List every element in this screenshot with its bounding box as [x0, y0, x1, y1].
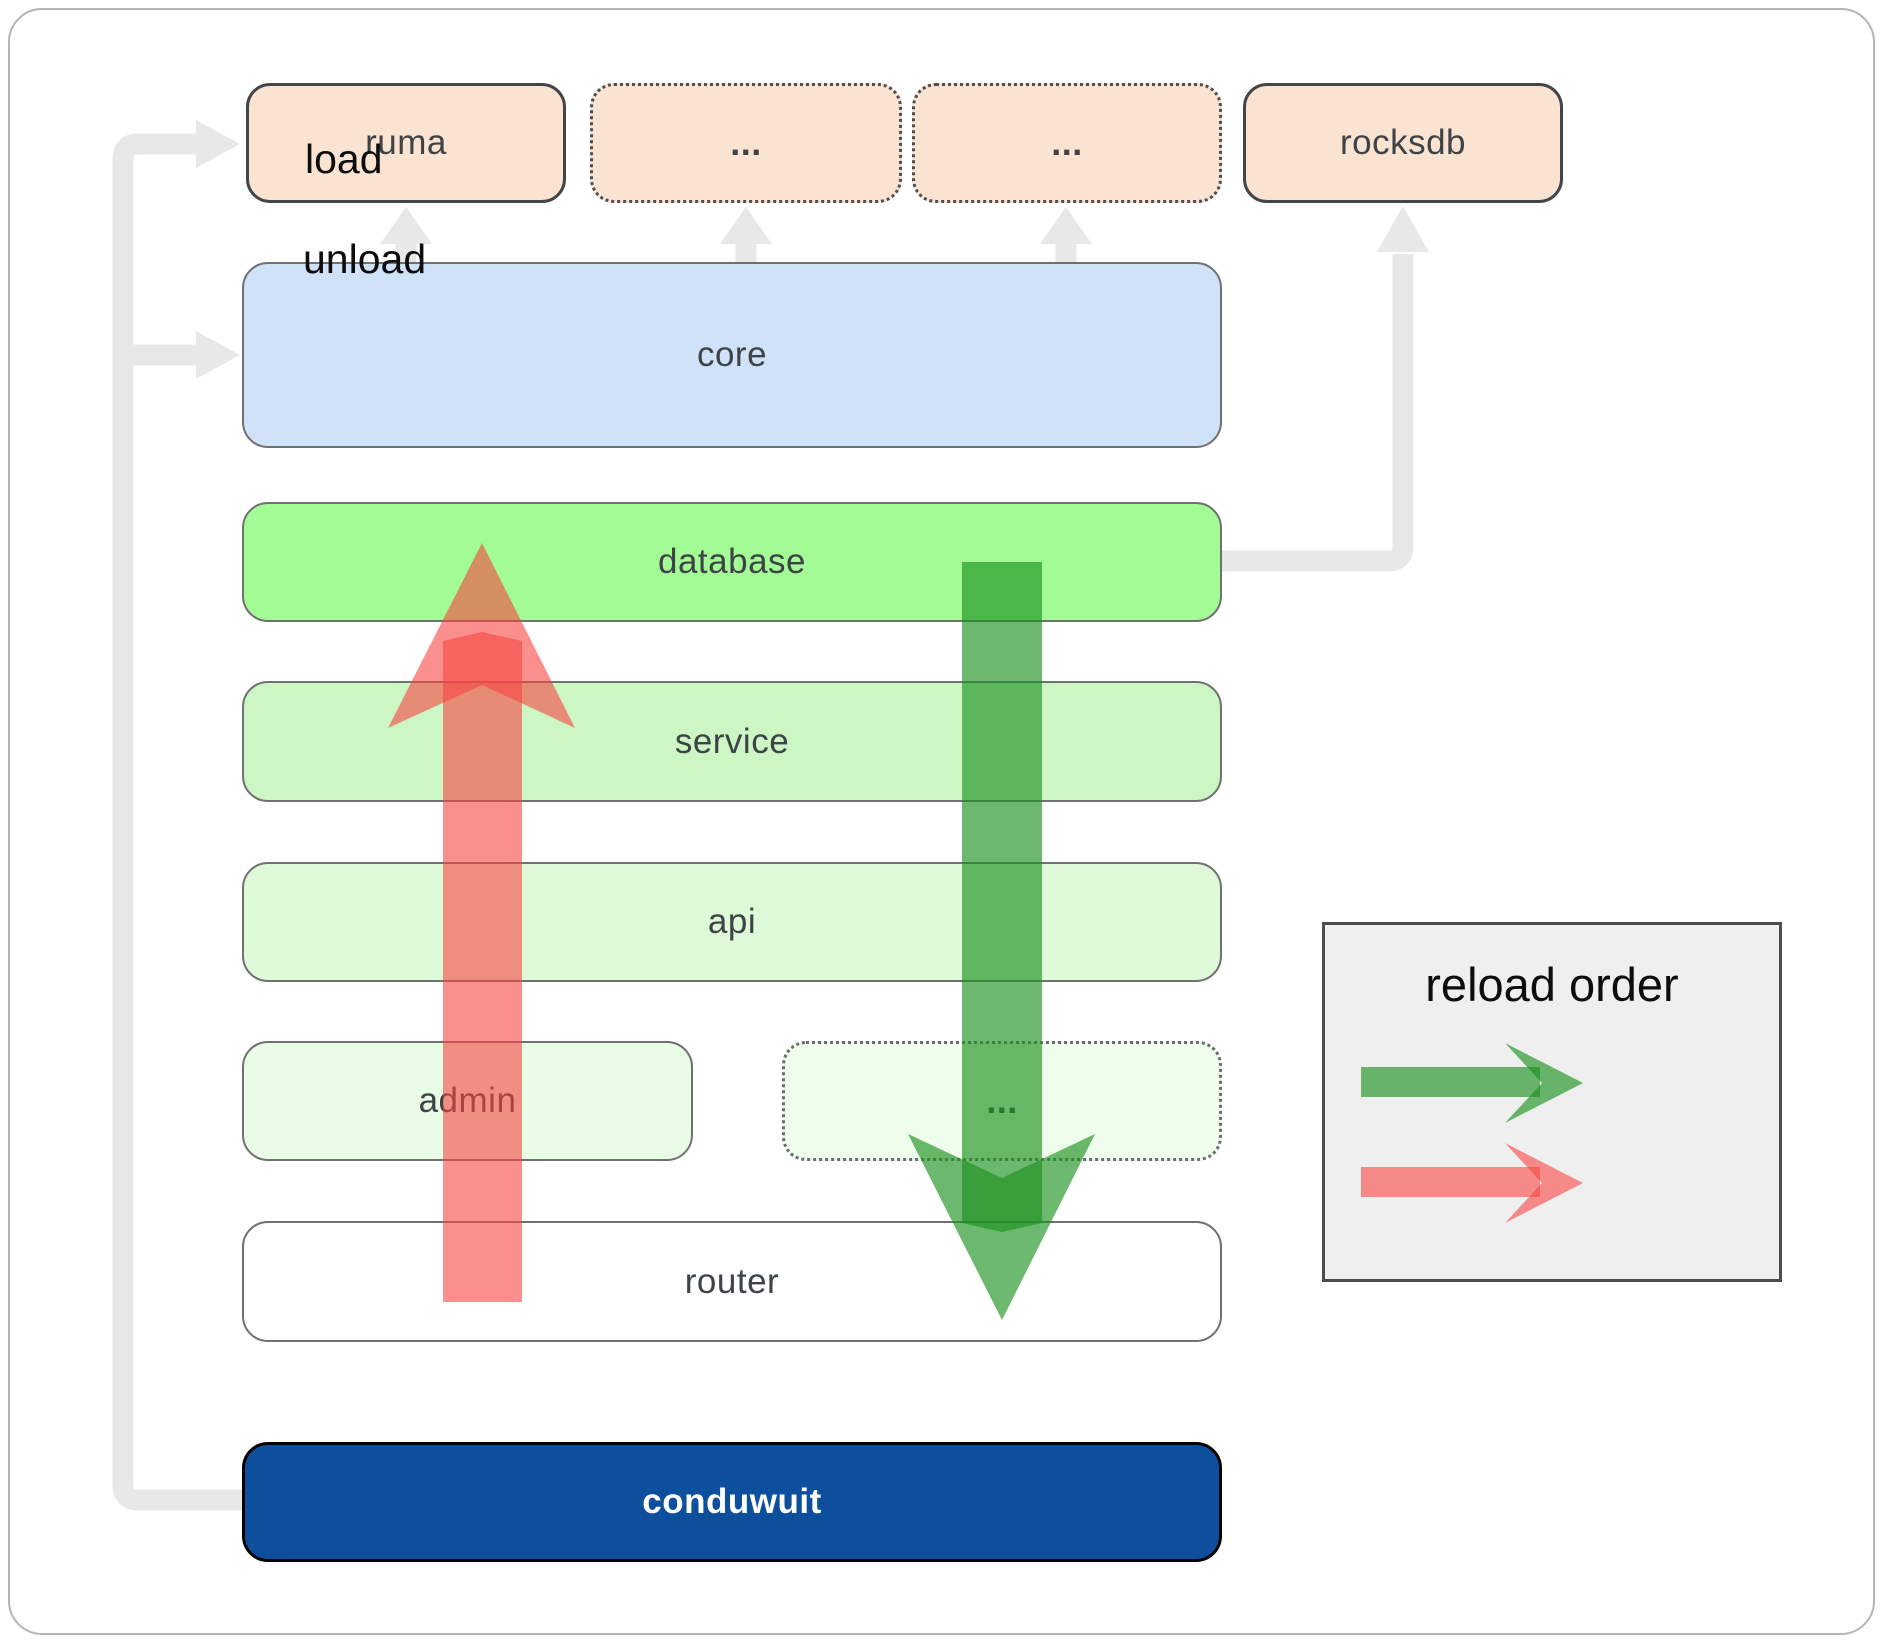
box-conduwuit-label: conduwuit	[642, 1482, 822, 1521]
box-admin-more-label: ...	[986, 1080, 1018, 1121]
box-rocksdb: rocksdb	[1243, 83, 1563, 203]
box-router-label: router	[684, 1261, 780, 1301]
box-admin: admin	[242, 1041, 693, 1161]
box-admin-more: ...	[782, 1041, 1222, 1161]
diagram-outer-frame	[8, 8, 1875, 1635]
box-ruma: ruma	[246, 83, 566, 203]
box-api: api	[242, 862, 1222, 982]
box-deps-more-2: ...	[912, 83, 1222, 203]
box-core: core	[242, 262, 1222, 448]
box-deps-more-2-label: ...	[1051, 122, 1083, 163]
box-database-label: database	[657, 542, 807, 581]
box-router: router	[242, 1221, 1222, 1342]
legend-reload-order: reload order	[1322, 922, 1782, 1282]
legend-unload-label: unload	[303, 236, 427, 282]
box-core-label: core	[696, 335, 768, 374]
box-service: service	[242, 681, 1222, 802]
box-deps-more-1: ...	[590, 83, 902, 203]
box-api-label: api	[707, 902, 757, 941]
box-rocksdb-label: rocksdb	[1339, 123, 1467, 162]
box-service-label: service	[674, 721, 790, 761]
legend-title: reload order	[1425, 958, 1679, 1011]
box-admin-label: admin	[418, 1081, 517, 1120]
legend-load-label: load	[305, 136, 383, 182]
box-database: database	[242, 502, 1222, 622]
box-ruma-label: ruma	[365, 123, 447, 162]
box-conduwuit: conduwuit	[242, 1442, 1222, 1562]
box-deps-more-1-label: ...	[730, 122, 762, 163]
